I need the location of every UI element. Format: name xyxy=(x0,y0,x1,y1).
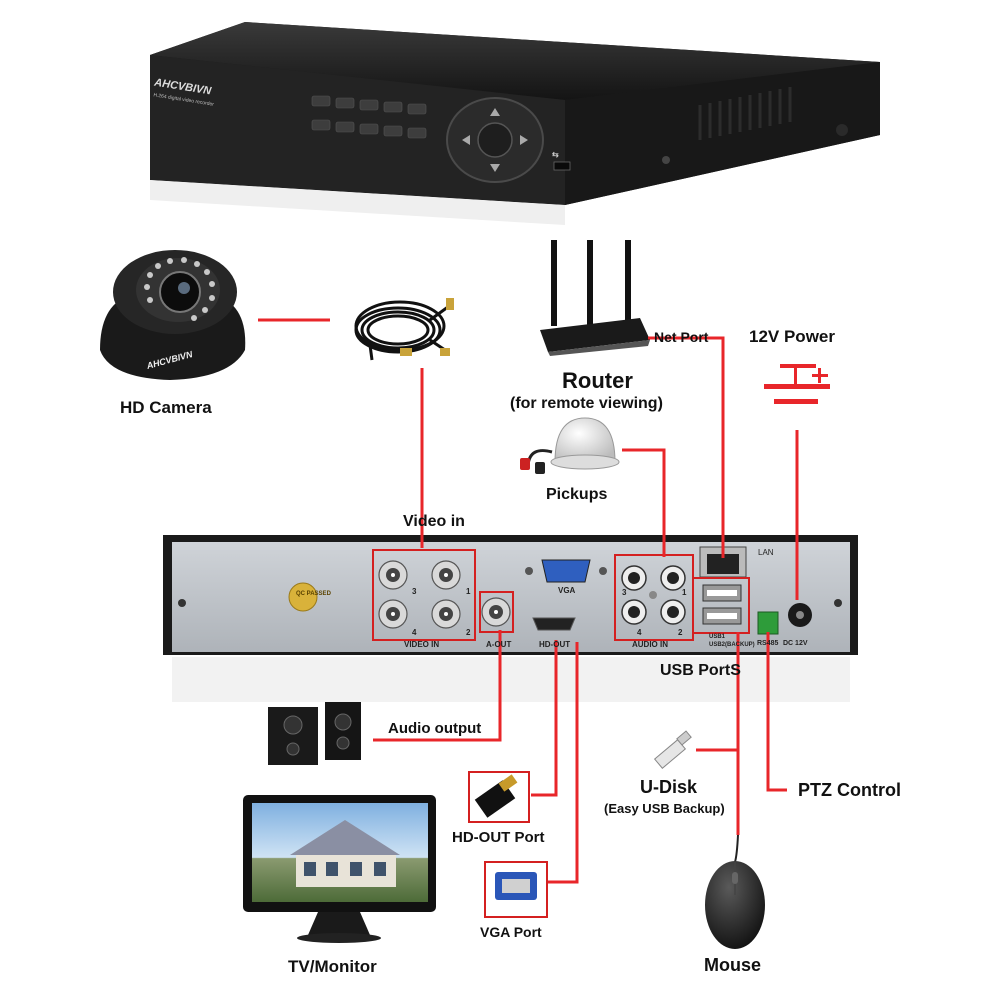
audio-channel-4-label: 4 xyxy=(637,628,642,637)
usb2-port-label: USB2(BACKUP) xyxy=(709,642,755,648)
pickups-label: Pickups xyxy=(546,486,608,503)
udisk-label: U-Disk xyxy=(640,777,698,797)
hdmi-plug xyxy=(474,774,518,818)
tv-monitor-label: TV/Monitor xyxy=(288,957,377,976)
dc12v-port-label: DC 12V xyxy=(783,640,808,647)
pickup-microphone xyxy=(520,417,620,474)
qc-sticker-text: QC PASSED xyxy=(296,591,331,597)
router-title: Router xyxy=(562,368,633,393)
router-subtitle: (for remote viewing) xyxy=(510,395,663,412)
vga-port-caption: VGA Port xyxy=(480,924,542,940)
video-in-port-label: VIDEO IN xyxy=(404,640,440,649)
power-symbol xyxy=(764,364,830,404)
usb1-port-label: USB1 xyxy=(709,634,726,640)
channel-1-label: 1 xyxy=(466,587,471,596)
connection-wires xyxy=(258,318,799,884)
channel-4-label: 4 xyxy=(412,628,417,637)
ptz-control-label: PTZ Control xyxy=(798,780,901,800)
dome-camera xyxy=(100,250,246,380)
computer-mouse xyxy=(705,834,765,949)
hd-out-port-label: HD-OUT xyxy=(539,640,571,649)
dvr-rear-panel xyxy=(163,535,858,702)
audio-output-label: Audio output xyxy=(388,720,482,737)
audio-channel-2-label: 2 xyxy=(678,628,683,637)
speakers xyxy=(268,702,361,765)
audio-in-port-label: AUDIO IN xyxy=(632,640,668,649)
usb-ports-label: USB PortS xyxy=(660,662,741,679)
hd-out-port-caption: HD-OUT Port xyxy=(452,829,545,846)
usb-flash-drive xyxy=(653,730,692,769)
video-in-label: Video in xyxy=(403,513,465,530)
udisk-sublabel: (Easy USB Backup) xyxy=(604,801,725,816)
mouse-label: Mouse xyxy=(704,955,762,975)
a-out-port-label: A-OUT xyxy=(486,640,512,649)
highlight-boxes xyxy=(372,549,750,918)
audio-channel-3-label: 3 xyxy=(622,588,627,597)
dvr-front xyxy=(150,22,880,225)
vga-plug xyxy=(495,872,537,900)
audio-channel-1-label: 1 xyxy=(682,588,687,597)
tv-monitor xyxy=(243,795,436,943)
net-port-label: Net Port xyxy=(654,329,709,345)
lan-port-label: LAN xyxy=(758,548,774,557)
rs485-port-label: RS485 xyxy=(757,640,779,647)
vga-port-label: VGA xyxy=(558,586,576,595)
channel-2-label: 2 xyxy=(466,628,471,637)
bnc-cable xyxy=(354,298,454,361)
camera-label: HD Camera xyxy=(120,398,212,417)
channel-3-label: 3 xyxy=(412,587,417,596)
router xyxy=(540,240,650,356)
usb-icon: ⇆ xyxy=(552,150,559,159)
power-label: 12V Power xyxy=(749,327,835,346)
